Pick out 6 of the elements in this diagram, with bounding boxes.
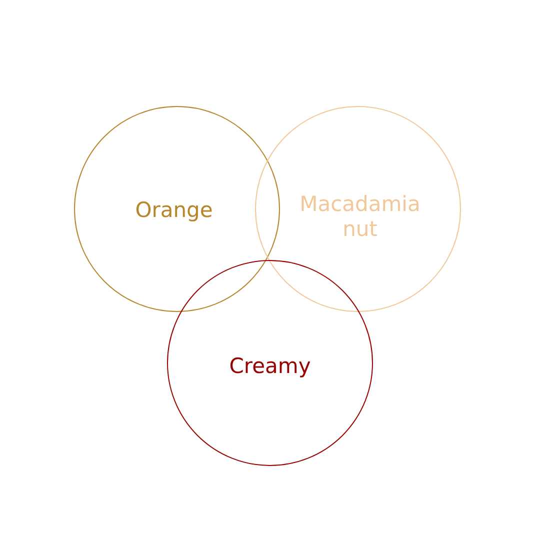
venn-circle — [255, 106, 461, 312]
venn-circle — [167, 260, 373, 466]
circle-label: Macadamia nut — [298, 192, 422, 242]
venn-circle — [74, 106, 280, 312]
circle-label: Creamy — [229, 354, 311, 380]
circle-label: Orange — [135, 198, 213, 224]
